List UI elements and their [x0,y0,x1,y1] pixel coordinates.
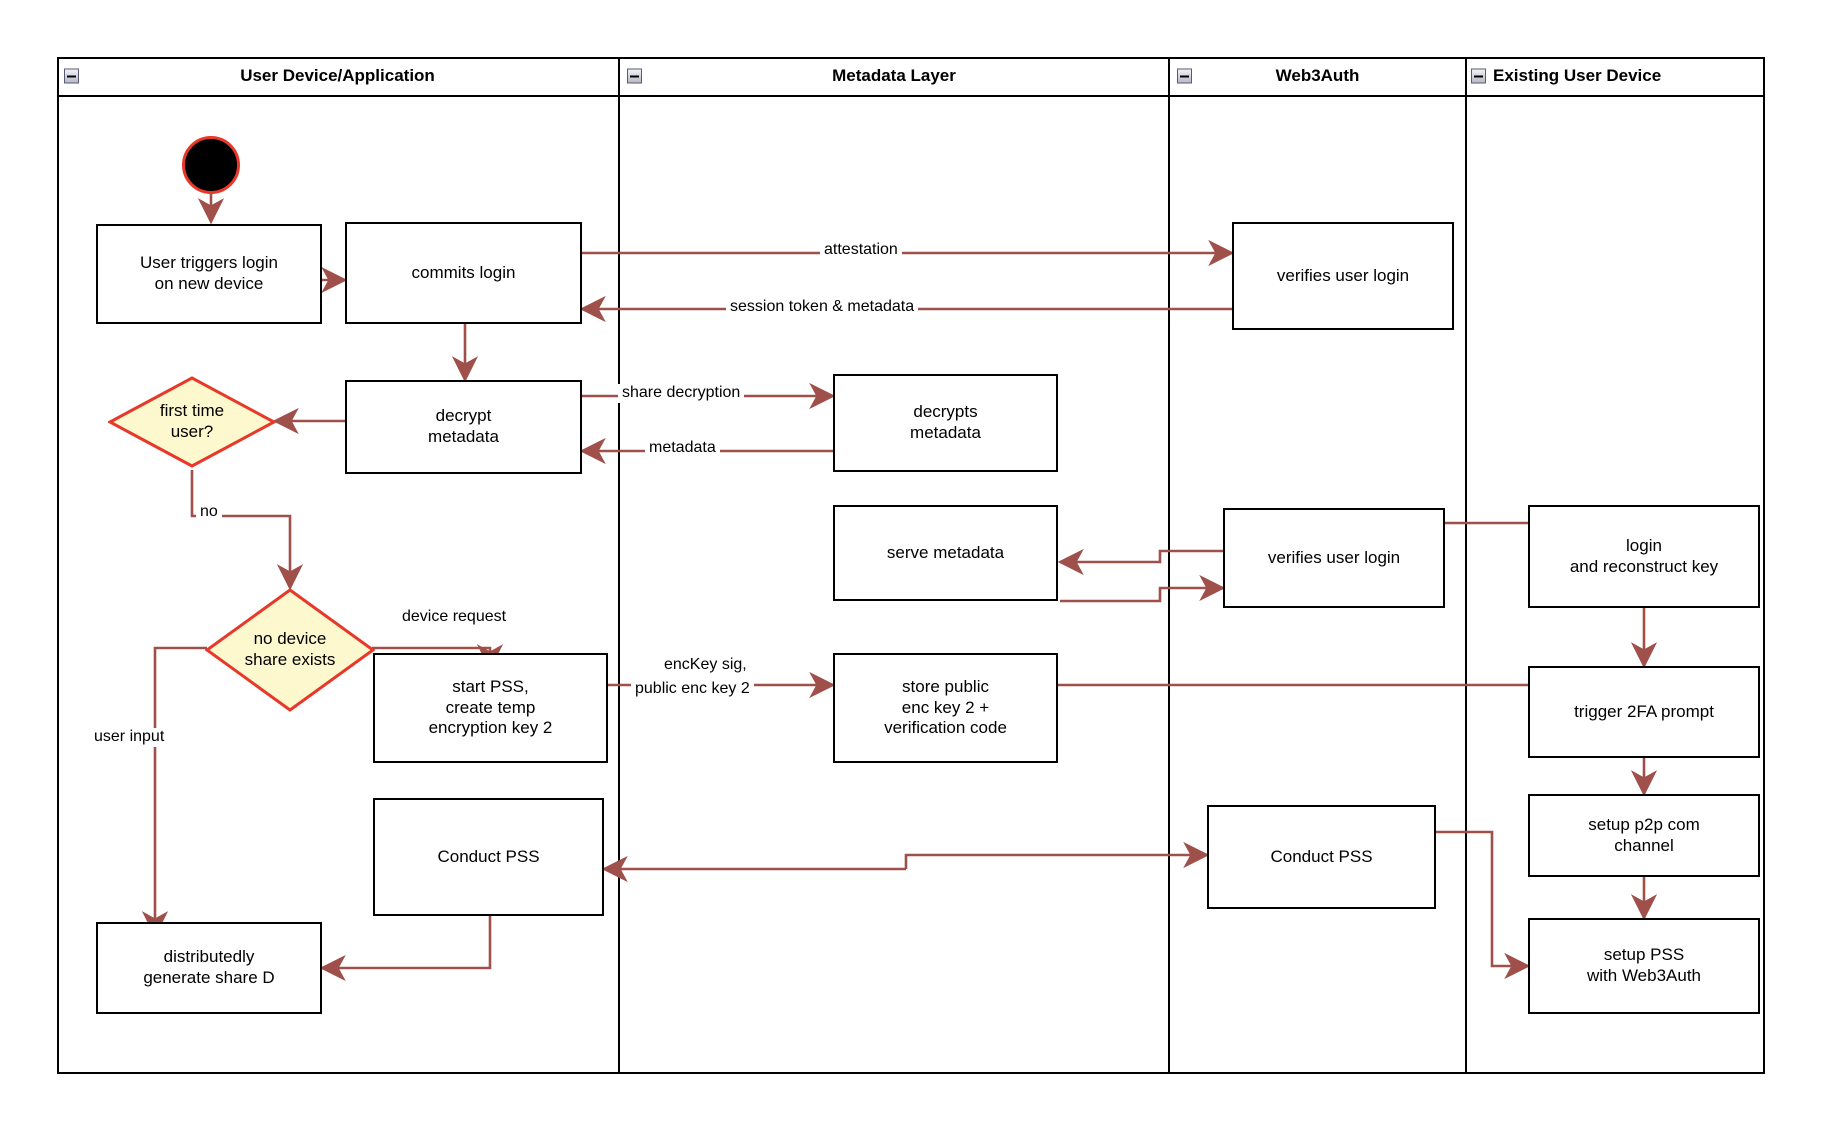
node-serve-metadata[interactable]: serve metadata [833,505,1058,601]
lane-header-existing-device[interactable]: Existing User Device [1467,57,1765,97]
node-commits-login[interactable]: commits login [345,222,582,324]
node-conduct-pss-user[interactable]: Conduct PSS [373,798,604,916]
lane-header-metadata[interactable]: Metadata Layer [620,57,1170,97]
edge-label-user-input: user input [90,728,169,747]
collapse-icon[interactable] [1471,68,1486,84]
edge-label-attestation: attestation [820,241,902,260]
lane-title-user-device: User Device/Application [240,66,435,85]
node-trigger-2fa-prompt[interactable]: trigger 2FA prompt [1528,666,1760,758]
node-verifies-user-login-1[interactable]: verifies user login [1232,222,1454,330]
lane-header-web3auth[interactable]: Web3Auth [1170,57,1467,97]
collapse-icon[interactable] [627,68,642,84]
edge-label-enckey-sig: encKey sig, [660,656,751,675]
node-verifies-user-login-2[interactable]: verifies user login [1223,508,1445,608]
edge-label-public-enc-key-2: public enc key 2 [631,680,754,699]
edge-label-metadata: metadata [645,439,720,458]
diamond-shape [205,588,375,712]
collapse-icon[interactable] [64,68,79,84]
swimlane-frame [57,57,1765,1074]
collapse-icon[interactable] [1177,68,1192,84]
lane-header-user-device[interactable]: User Device/Application [57,57,620,97]
node-conduct-pss-web3auth[interactable]: Conduct PSS [1207,805,1436,909]
edge-label-no: no [196,503,222,522]
lane-title-web3auth: Web3Auth [1275,66,1360,85]
edge-label-device-request: device request [398,608,511,627]
start-node [182,136,240,194]
edge-label-share-decryption: share decryption [618,384,745,403]
edge-label-session-token: session token & metadata [726,298,919,317]
lane-title-metadata: Metadata Layer [832,66,956,85]
lane-title-existing-device: Existing User Device [1493,66,1662,85]
diamond-shape [108,376,276,468]
